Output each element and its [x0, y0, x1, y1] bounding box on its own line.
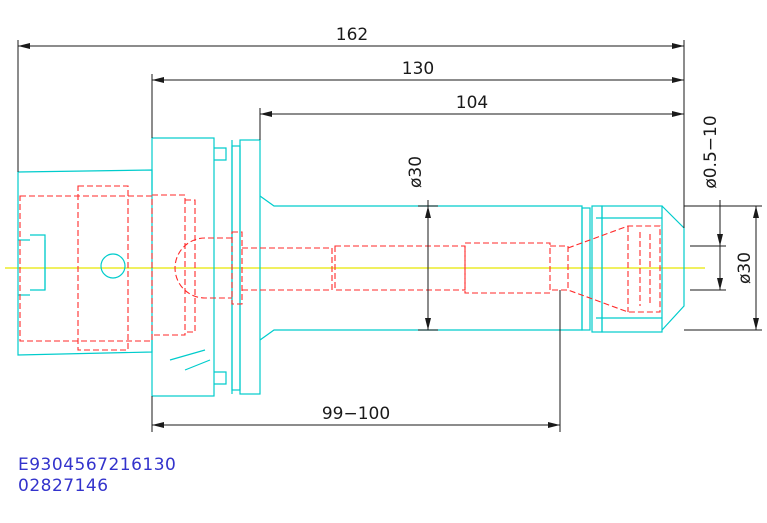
dim-nose-diameter: ø30	[735, 252, 755, 284]
dim-clamping-range: ø0.5−10	[701, 115, 721, 188]
dim-shank-length: 104	[456, 93, 488, 113]
dim-overall-length: 162	[336, 25, 368, 45]
shank-outline	[259, 195, 685, 341]
taper-outline	[17, 169, 153, 356]
dim-gauge-range: 99−100	[322, 404, 390, 424]
part-code: E9304567216130	[18, 455, 177, 475]
dimension-lines	[17, 40, 762, 432]
flange-outline	[151, 137, 261, 397]
hidden-lines	[19, 185, 661, 351]
dim-shank-diameter: ø30	[406, 156, 426, 188]
order-number: 02827146	[18, 476, 109, 496]
dim-body-length: 130	[402, 59, 434, 79]
